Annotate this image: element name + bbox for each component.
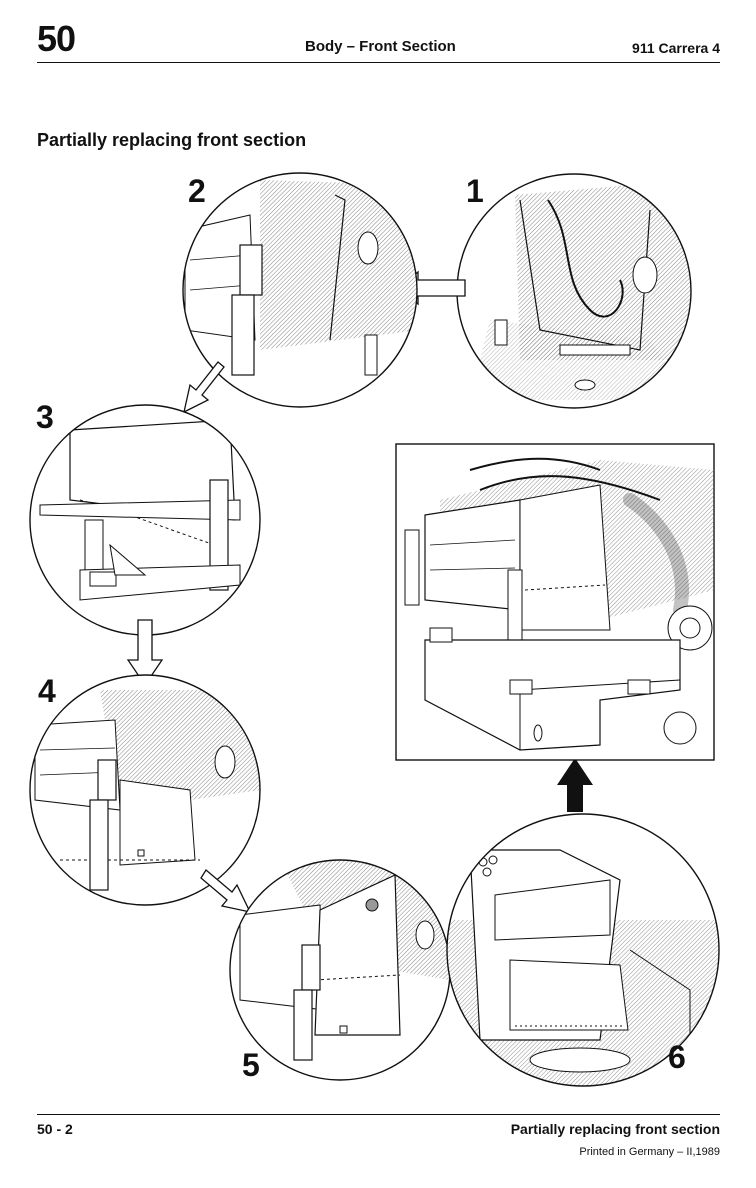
detail-circle-3	[29, 404, 261, 636]
detail-circle-6	[446, 813, 720, 1087]
header-model: 911 Carrera 4	[632, 40, 720, 56]
footer-section-title: Partially replacing front section	[510, 1121, 720, 1137]
page-number: 50 - 2	[37, 1121, 73, 1137]
step-label-1: 1	[466, 173, 484, 209]
step-label-2: 2	[188, 173, 206, 209]
arrow-diagonal-4-to-5	[200, 869, 252, 913]
step-label-5: 5	[242, 1047, 260, 1083]
footer-rule	[37, 1114, 720, 1115]
detail-circle-4	[29, 674, 261, 906]
page-title: Partially replacing front section	[37, 130, 307, 150]
detail-circle-5	[229, 859, 451, 1081]
overview-illustration	[395, 443, 715, 761]
header-rule	[37, 62, 720, 63]
arrow-up-to-overview	[557, 758, 593, 812]
section-number: 50	[37, 18, 76, 59]
step-label-4: 4	[38, 673, 56, 709]
header-section-title: Body – Front Section	[305, 38, 456, 55]
printed-note: Printed in Germany – II,1989	[579, 1146, 720, 1158]
step-label-6: 6	[668, 1039, 686, 1075]
detail-circle-1	[456, 173, 692, 409]
step-label-3: 3	[36, 399, 54, 435]
arrow-diagonal-2-to-3	[183, 361, 225, 414]
arrow-down-3-to-4	[126, 619, 164, 687]
